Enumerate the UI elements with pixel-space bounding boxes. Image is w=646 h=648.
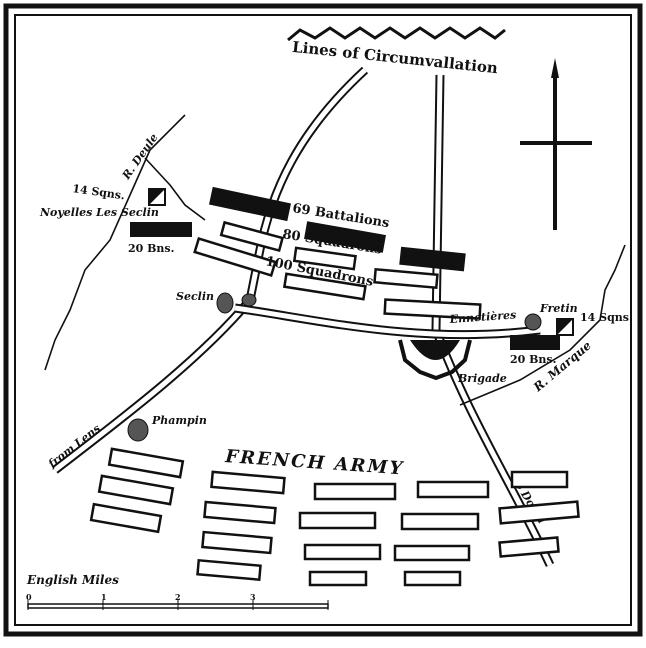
river-deule-label: R. Deule [119, 131, 160, 182]
phampin-label: Phampin [151, 414, 207, 427]
scale-tick-2: 2 [175, 592, 181, 602]
scale-tick-1: 1 [101, 592, 107, 602]
seclin-label: Seclin [176, 290, 214, 303]
right-bns-label: 20 Bns. [510, 353, 556, 366]
scale-title: English Miles [26, 573, 119, 587]
scale-tick-3: 3 [250, 592, 256, 602]
right-sqns-label: 14 Sqns. [580, 311, 633, 324]
french-army [89, 447, 580, 587]
ennetieres-label: Ennetières [448, 308, 516, 326]
circumvallation-label: Lines of Circumvallation [291, 38, 498, 78]
village-markers [127, 292, 542, 442]
brigade-label: Brigade [457, 372, 507, 385]
scale-tick-0: 0 [26, 592, 32, 602]
left-bns-label: 20 Bns. [128, 242, 174, 255]
river-deule [44, 114, 186, 371]
fort-icon [398, 339, 472, 381]
circumvallation-line [287, 26, 506, 42]
compass-icon [520, 58, 592, 230]
allied-army [130, 186, 574, 350]
scale-bar [27, 600, 329, 610]
river-marque [459, 244, 626, 406]
river-deule-branch [144, 157, 206, 221]
left-sqns-label: 14 Sqns. [72, 182, 126, 202]
noyelles-label: Noyelles Les Seclin [39, 206, 159, 219]
road-label-from-lens: from Lens [45, 422, 103, 471]
inner-frame [14, 14, 632, 626]
outer-frame [3, 3, 643, 637]
fretin-label: Fretin [539, 302, 578, 315]
